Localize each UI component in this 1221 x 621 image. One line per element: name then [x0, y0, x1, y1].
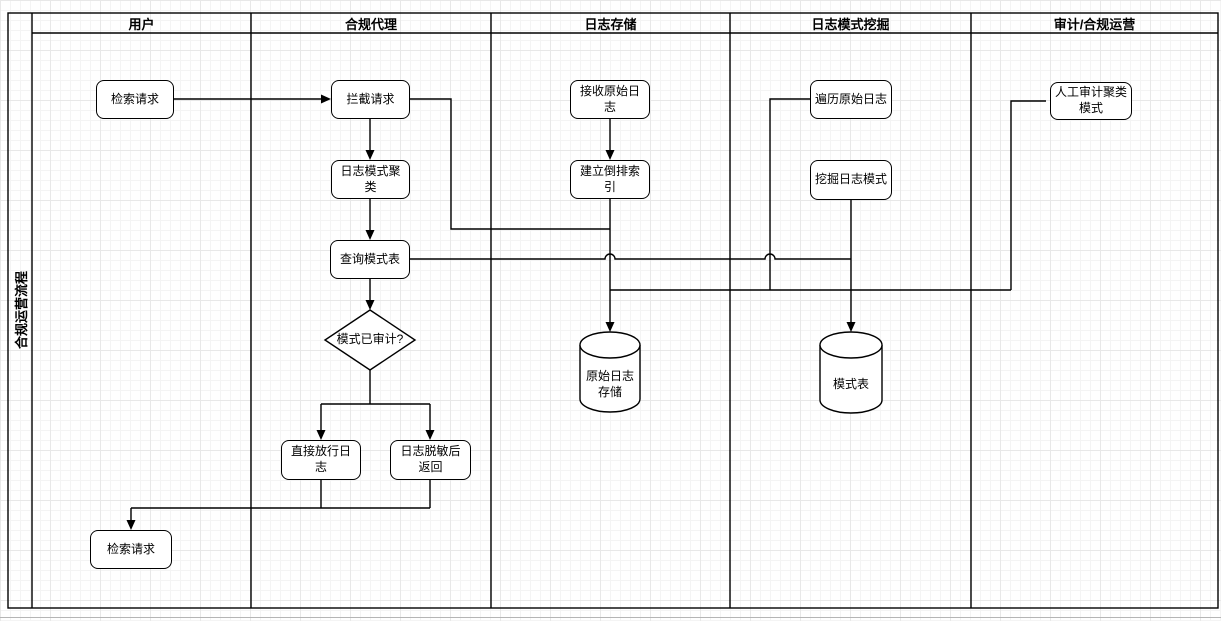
- node-traverse-raw-log: 遍历原始日志: [810, 80, 892, 119]
- node-receive-raw-log: 接收原始日志: [570, 80, 650, 119]
- lane-title-mining: 日志模式挖掘: [811, 16, 890, 32]
- node-log-pattern-cluster: 日志模式聚类: [331, 160, 410, 199]
- node-user-search-result: 检索请求: [90, 530, 172, 569]
- decision-diamond-label: 模式已审计?: [336, 332, 404, 347]
- arrow-into-decision: [365, 300, 375, 310]
- edge-merge-to-result: [130, 480, 431, 521]
- node-mine-log-pattern: 挖掘日志模式: [810, 160, 892, 200]
- raw-log-store-cylinder-body: [579, 345, 641, 413]
- node-query-pattern-table: 查询模式表: [330, 240, 410, 279]
- database-shapes: [579, 331, 883, 414]
- node-build-inverted-index: 建立倒排索引: [570, 160, 650, 199]
- node-manual-audit-cluster: 人工审计聚类模式: [1050, 82, 1132, 120]
- pattern-table-label: 模式表: [832, 377, 869, 392]
- lane-title-agent: 合规代理: [344, 16, 397, 32]
- arrow-into-query: [365, 230, 375, 240]
- edge-bus-to-audit: [610, 100, 1046, 291]
- swimlane-frame: [7, 12, 1219, 609]
- raw-log-store-cylinder-top: [579, 331, 641, 359]
- lane-title-user: 用户: [128, 16, 155, 32]
- lane-title-storage: 日志存储: [584, 16, 637, 32]
- raw-log-store-label: 原始日志存储: [585, 369, 634, 399]
- arrow-into-patterntable: [846, 322, 856, 332]
- pool-border: [7, 12, 1219, 609]
- edge-traverse-to-bus: [769, 98, 810, 290]
- node-intercept-request: 拦截请求: [331, 80, 410, 119]
- node-masked-return: 日志脱敏后返回: [390, 440, 471, 480]
- arrow-into-index: [605, 150, 615, 160]
- pool-title: 合规运营流程: [13, 271, 29, 350]
- arrow-into-release: [316, 430, 326, 440]
- node-release-log: 直接放行日志: [281, 440, 361, 480]
- edge-decision-branches: [320, 370, 431, 431]
- arrow-into-intercept: [321, 94, 331, 104]
- lane-title-audit: 审计/合规运营: [1053, 16, 1136, 32]
- arrow-into-masked: [425, 430, 435, 440]
- arrow-into-cluster: [365, 150, 375, 160]
- node-user-search-request: 检索请求: [96, 80, 174, 119]
- edge-intercept-to-rawstore: [410, 98, 610, 230]
- decision-diamond-shape: [323, 309, 417, 371]
- pattern-table-cylinder-body: [819, 345, 883, 414]
- flow-edges: [130, 98, 1046, 521]
- pattern-table-cylinder-top: [819, 331, 883, 359]
- arrow-into-rawstore: [605, 322, 615, 332]
- edge-query-to-patterntable: [410, 253, 851, 260]
- arrow-into-result: [126, 520, 136, 530]
- flow-arrowheads: [126, 94, 856, 530]
